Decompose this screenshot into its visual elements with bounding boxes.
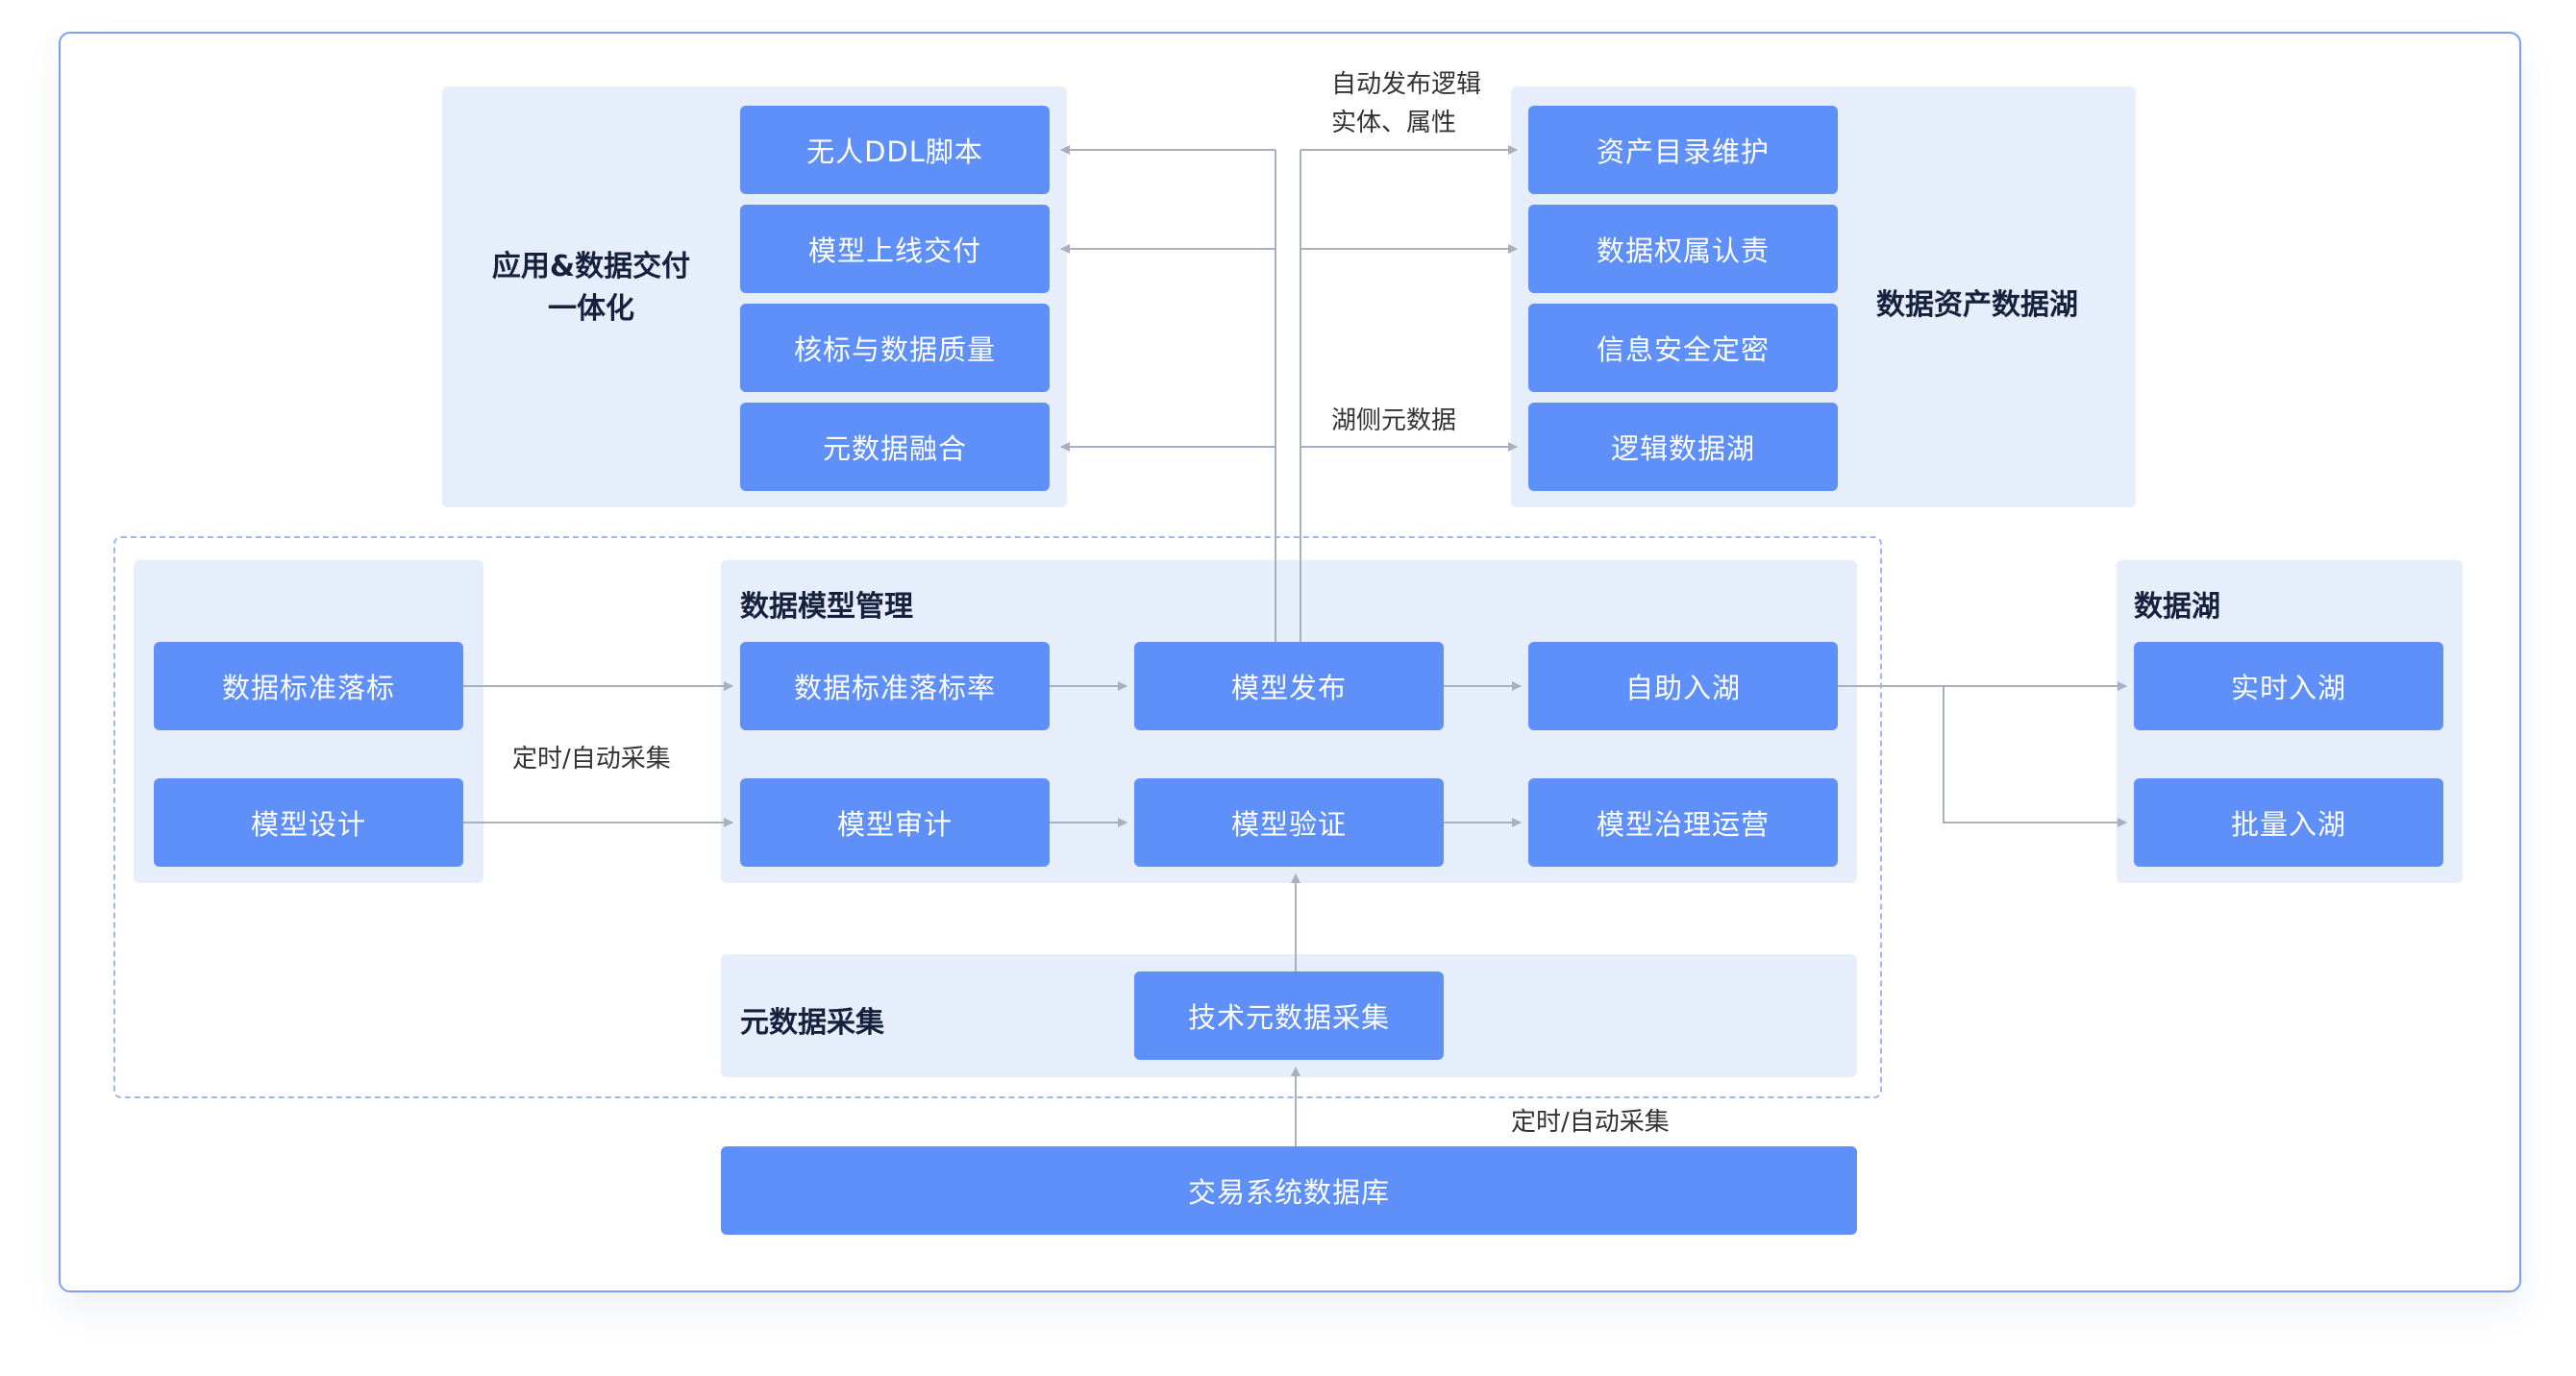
model-governance-box: 模型治理运营 <box>1528 778 1838 867</box>
app-data-delivery-title-line1: 应用&数据交付 <box>491 250 691 283</box>
model-management-title: 数据模型管理 <box>740 590 913 624</box>
tech-metadata-collect-box: 技术元数据采集 <box>1134 971 1444 1060</box>
arrow-ingest-to-batch <box>1943 686 2127 827</box>
model-online-delivery-box: 模型上线交付 <box>740 205 1050 293</box>
logical-lake-box: 逻辑数据湖 <box>1528 403 1838 491</box>
model-publish-box: 模型发布 <box>1134 642 1444 730</box>
scheduled-collect-left-annotation: 定时/自动采集 <box>512 745 671 774</box>
auto-publish-annotation: 自动发布逻辑 实体、属性 <box>1331 65 1481 142</box>
model-verify-box: 模型验证 <box>1134 778 1444 867</box>
info-security-box: 信息安全定密 <box>1528 304 1838 392</box>
no-ddl-script-box: 无人DDL脚本 <box>740 106 1050 194</box>
trading-db-box: 交易系统数据库 <box>721 1146 1857 1235</box>
verify-standard-quality-box: 核标与数据质量 <box>740 304 1050 392</box>
model-audit-box: 模型审计 <box>740 778 1050 867</box>
realtime-ingest-box: 实时入湖 <box>2134 642 2443 730</box>
standard-landing-rate-box: 数据标准落标率 <box>740 642 1050 730</box>
asset-lake-title: 数据资产数据湖 <box>1876 288 2078 322</box>
model-design-box: 模型设计 <box>154 778 463 867</box>
asset-catalog-box: 资产目录维护 <box>1528 106 1838 194</box>
self-service-ingest-box: 自助入湖 <box>1528 642 1838 730</box>
dashed-group-border <box>113 536 1882 1098</box>
app-data-delivery-title: 应用&数据交付 一体化 <box>471 246 711 331</box>
scheduled-collect-bottom-annotation: 定时/自动采集 <box>1511 1108 1670 1137</box>
auto-publish-line1: 自动发布逻辑 <box>1331 70 1482 99</box>
standard-landing-box: 数据标准落标 <box>154 642 463 730</box>
data-lake-title: 数据湖 <box>2134 590 2220 624</box>
batch-ingest-box: 批量入湖 <box>2134 778 2443 867</box>
lake-side-metadata-annotation: 湖侧元数据 <box>1331 406 1457 435</box>
app-data-delivery-title-line2: 一体化 <box>548 292 634 326</box>
auto-publish-line2: 实体、属性 <box>1331 109 1457 137</box>
metadata-collection-title: 元数据采集 <box>740 1006 884 1040</box>
metadata-fusion-box: 元数据融合 <box>740 403 1050 491</box>
data-ownership-box: 数据权属认责 <box>1528 205 1838 293</box>
